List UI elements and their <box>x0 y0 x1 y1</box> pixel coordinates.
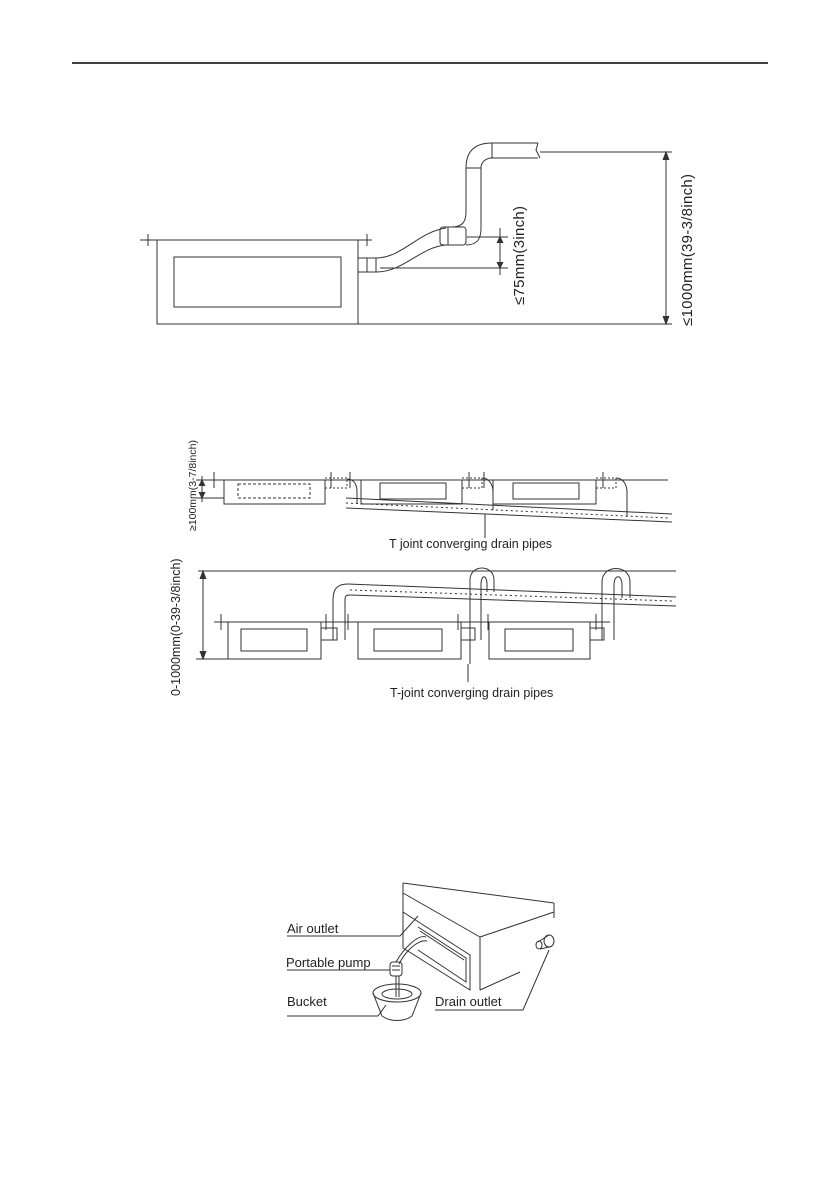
figure-3-pump-test <box>287 883 554 1021</box>
unit-upper-2 <box>361 480 462 504</box>
upper-offset-label: ≥100mm(3-7/8inch) <box>187 440 199 531</box>
lower-caption: T-joint converging drain pipes <box>390 686 553 700</box>
portable-pump-label: Portable pump <box>286 955 371 970</box>
air-outlet-label: Air outlet <box>287 921 339 936</box>
rise-limit-label: ≤75mm(3inch) <box>511 206 528 305</box>
unit-panel <box>174 257 341 307</box>
indoor-unit <box>157 240 358 324</box>
bucket-label: Bucket <box>287 994 327 1009</box>
upper-caption: T joint converging drain pipes <box>389 537 552 551</box>
figure-1-drain-rise <box>140 143 672 324</box>
figure-2-lower-t-joint <box>196 568 676 682</box>
lower-height-range-label: 0-1000mm(0-39-3/8inch) <box>169 558 183 696</box>
unit-upper-3 <box>493 480 596 504</box>
unit-lower-3 <box>489 622 590 659</box>
height-limit-label: ≤1000mm(39-3/8inch) <box>679 174 696 326</box>
figure-2-upper-t-joint <box>196 472 672 538</box>
unit-lower-2 <box>358 622 461 659</box>
drain-outlet-label: Drain outlet <box>435 994 502 1009</box>
